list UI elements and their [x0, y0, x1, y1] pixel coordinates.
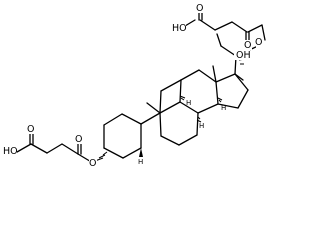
atom-label-h9: H	[199, 122, 204, 130]
atom-label-h14: H	[221, 104, 226, 112]
atom-label-17-oh: OH	[236, 50, 251, 61]
atom-label-ester-bottom-link-o: O	[89, 158, 96, 169]
atom-label-acid-top-o: O	[196, 3, 203, 14]
atom-label-acid-top-oh: HO	[172, 23, 187, 34]
atom-label-acid-bottom-oh: HO	[3, 146, 18, 157]
stereo-hashes	[94, 58, 246, 162]
atom-labels: HO O O O OH HO O O O H H H H	[2, 3, 264, 169]
atom-label-h8: H	[186, 99, 191, 107]
atom-label-h5: H	[138, 158, 143, 166]
molecule-diagram: HO O O O OH HO O O O H H H H	[2, 3, 266, 169]
wedge-bond-h5	[139, 148, 143, 157]
atom-label-ester-top-link-o: O	[255, 37, 262, 48]
top-succinate-bonds	[184, 9, 266, 57]
atom-label-acid-bottom-o: O	[27, 124, 34, 135]
structure-canvas: HO O O O OH HO O O O H H H H	[2, 3, 266, 169]
atom-label-ester-bottom-carbonyl-o: O	[75, 134, 82, 145]
steroid-rings	[103, 65, 249, 159]
atom-label-ester-top-carbonyl-o: O	[244, 40, 251, 51]
bottom-succinate-bonds	[16, 133, 94, 164]
